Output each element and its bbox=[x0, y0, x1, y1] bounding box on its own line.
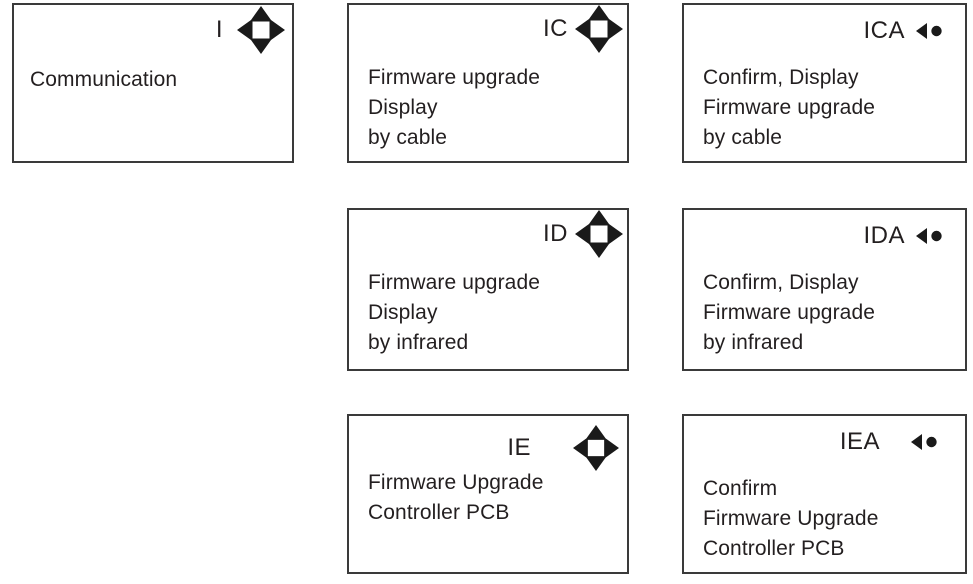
menu-box-ic: IC Firmware upgrade Display by cable bbox=[347, 3, 629, 163]
menu-box-ie: IE Firmware Upgrade Controller PCB bbox=[347, 414, 629, 574]
menu-text-line: Firmware upgrade bbox=[368, 66, 540, 89]
menu-text-line: Firmware Upgrade bbox=[703, 507, 879, 530]
menu-box-header: IE bbox=[507, 425, 619, 471]
back-confirm-icon bbox=[910, 433, 937, 451]
menu-box-text: Firmware Upgrade Controller PCB bbox=[368, 468, 544, 528]
menu-box-header: I bbox=[216, 6, 285, 54]
menu-text-line: Controller PCB bbox=[368, 501, 510, 524]
menu-box-text: Confirm, Display Firmware upgrade by inf… bbox=[703, 268, 875, 358]
menu-box-i: I Communication bbox=[12, 3, 294, 163]
menu-text-line: Firmware upgrade bbox=[703, 301, 875, 324]
menu-box-text: Firmware upgrade Display by infrared bbox=[368, 268, 540, 358]
menu-text-line: Confirm bbox=[703, 477, 778, 500]
menu-text-line: Display bbox=[368, 301, 438, 324]
menu-box-iea: IEA Confirm Firmware Upgrade Controller … bbox=[682, 414, 967, 574]
menu-text-line: Display bbox=[368, 96, 438, 119]
menu-code-label: IEA bbox=[839, 428, 880, 455]
menu-text-line: by infrared bbox=[703, 331, 804, 354]
menu-code-label: ICA bbox=[863, 17, 905, 44]
menu-text-line: Firmware upgrade bbox=[703, 96, 875, 119]
menu-box-ida: IDA Confirm, Display Firmware upgrade by… bbox=[682, 208, 967, 371]
menu-box-header: ICA bbox=[863, 11, 942, 51]
navigation-arrows-icon bbox=[573, 425, 619, 471]
menu-code-label: I bbox=[215, 16, 223, 43]
menu-text-line: Confirm, Display bbox=[703, 271, 859, 294]
menu-text-line: Firmware upgrade bbox=[368, 271, 540, 294]
menu-code-label: IDA bbox=[863, 222, 905, 249]
back-confirm-icon bbox=[915, 22, 942, 40]
menu-box-ica: ICA Confirm, Display Firmware upgrade by… bbox=[682, 3, 967, 163]
menu-code-label: IC bbox=[543, 15, 568, 42]
menu-text-line: Controller PCB bbox=[703, 537, 845, 560]
navigation-arrows-icon bbox=[575, 5, 623, 53]
menu-code-label: ID bbox=[543, 220, 568, 247]
menu-box-header: IEA bbox=[840, 422, 937, 462]
menu-box-header: ID bbox=[543, 210, 623, 258]
menu-text-line: Communication bbox=[30, 68, 178, 91]
menu-text-line: by cable bbox=[703, 126, 783, 149]
menu-text-line: by cable bbox=[368, 126, 448, 149]
menu-text-line: by infrared bbox=[368, 331, 469, 354]
navigation-arrows-icon bbox=[575, 210, 623, 258]
menu-code-label: IE bbox=[507, 434, 531, 461]
menu-box-text: Communication bbox=[30, 65, 177, 95]
navigation-arrows-icon bbox=[237, 6, 285, 54]
menu-box-header: IDA bbox=[863, 216, 942, 256]
back-confirm-icon bbox=[915, 227, 942, 245]
menu-box-id: ID Firmware upgrade Display by infrared bbox=[347, 208, 629, 371]
menu-text-line: Confirm, Display bbox=[703, 66, 859, 89]
menu-box-header: IC bbox=[543, 5, 623, 53]
menu-box-text: Firmware upgrade Display by cable bbox=[368, 63, 540, 153]
menu-text-line: Firmware Upgrade bbox=[368, 471, 544, 494]
menu-box-text: Confirm Firmware Upgrade Controller PCB bbox=[703, 474, 879, 564]
menu-box-text: Confirm, Display Firmware upgrade by cab… bbox=[703, 63, 875, 153]
